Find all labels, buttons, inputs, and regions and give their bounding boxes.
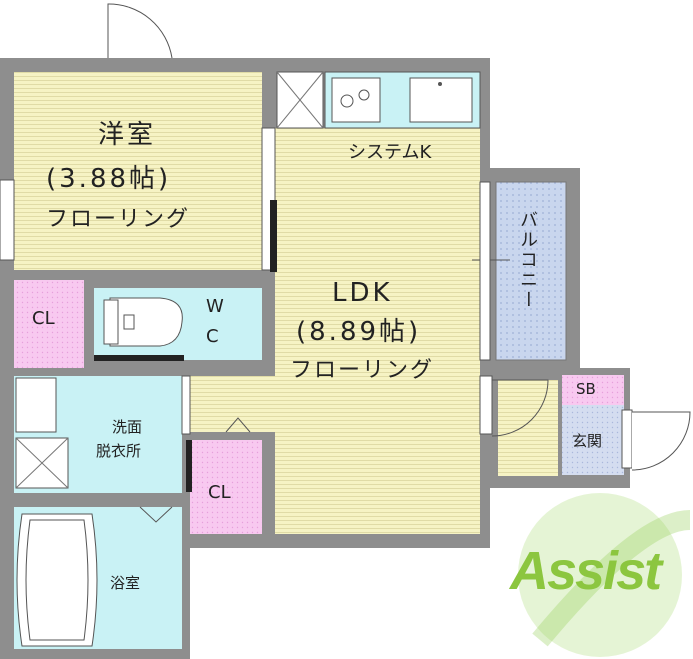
ldk-name: LDK xyxy=(332,278,393,308)
balcony xyxy=(495,181,567,361)
wc-label-w: W xyxy=(206,296,224,317)
ldk-size: (8.89帖) xyxy=(296,317,422,347)
entrance xyxy=(562,405,624,475)
door-swing-top xyxy=(107,3,173,59)
bathtub xyxy=(16,513,98,647)
closet-top xyxy=(14,280,84,368)
toilet xyxy=(109,297,183,347)
closet-top-label: CL xyxy=(32,308,55,329)
closet-bottom xyxy=(190,440,262,534)
door-swing-hall xyxy=(491,379,549,437)
door-swing-entrance xyxy=(631,411,691,471)
assist-logo xyxy=(518,493,691,657)
bath-label: 浴室 xyxy=(110,574,141,592)
western-room-floor xyxy=(14,72,262,270)
balcony-label: バルコニー xyxy=(517,210,538,310)
wc-label-c: C xyxy=(206,326,219,347)
western-room-name: 洋室 xyxy=(98,120,157,150)
entrance-label: 玄関 xyxy=(572,432,603,450)
kitchen-label: システムK xyxy=(348,142,432,163)
ldk-floor: フローリング xyxy=(290,358,435,383)
western-room-size: (3.88帖) xyxy=(46,164,172,194)
stove xyxy=(331,77,381,123)
closet-bottom-label: CL xyxy=(208,482,231,503)
washroom-label-2: 脱衣所 xyxy=(96,442,142,460)
washroom-label-1: 洗面 xyxy=(112,418,143,436)
western-room-floor: フローリング xyxy=(46,207,191,232)
logo-text: Assist xyxy=(510,541,662,601)
shoebox-label: SB xyxy=(576,380,596,398)
ldk-floor xyxy=(190,128,480,534)
hallway xyxy=(498,380,558,476)
shoebox xyxy=(562,375,624,405)
